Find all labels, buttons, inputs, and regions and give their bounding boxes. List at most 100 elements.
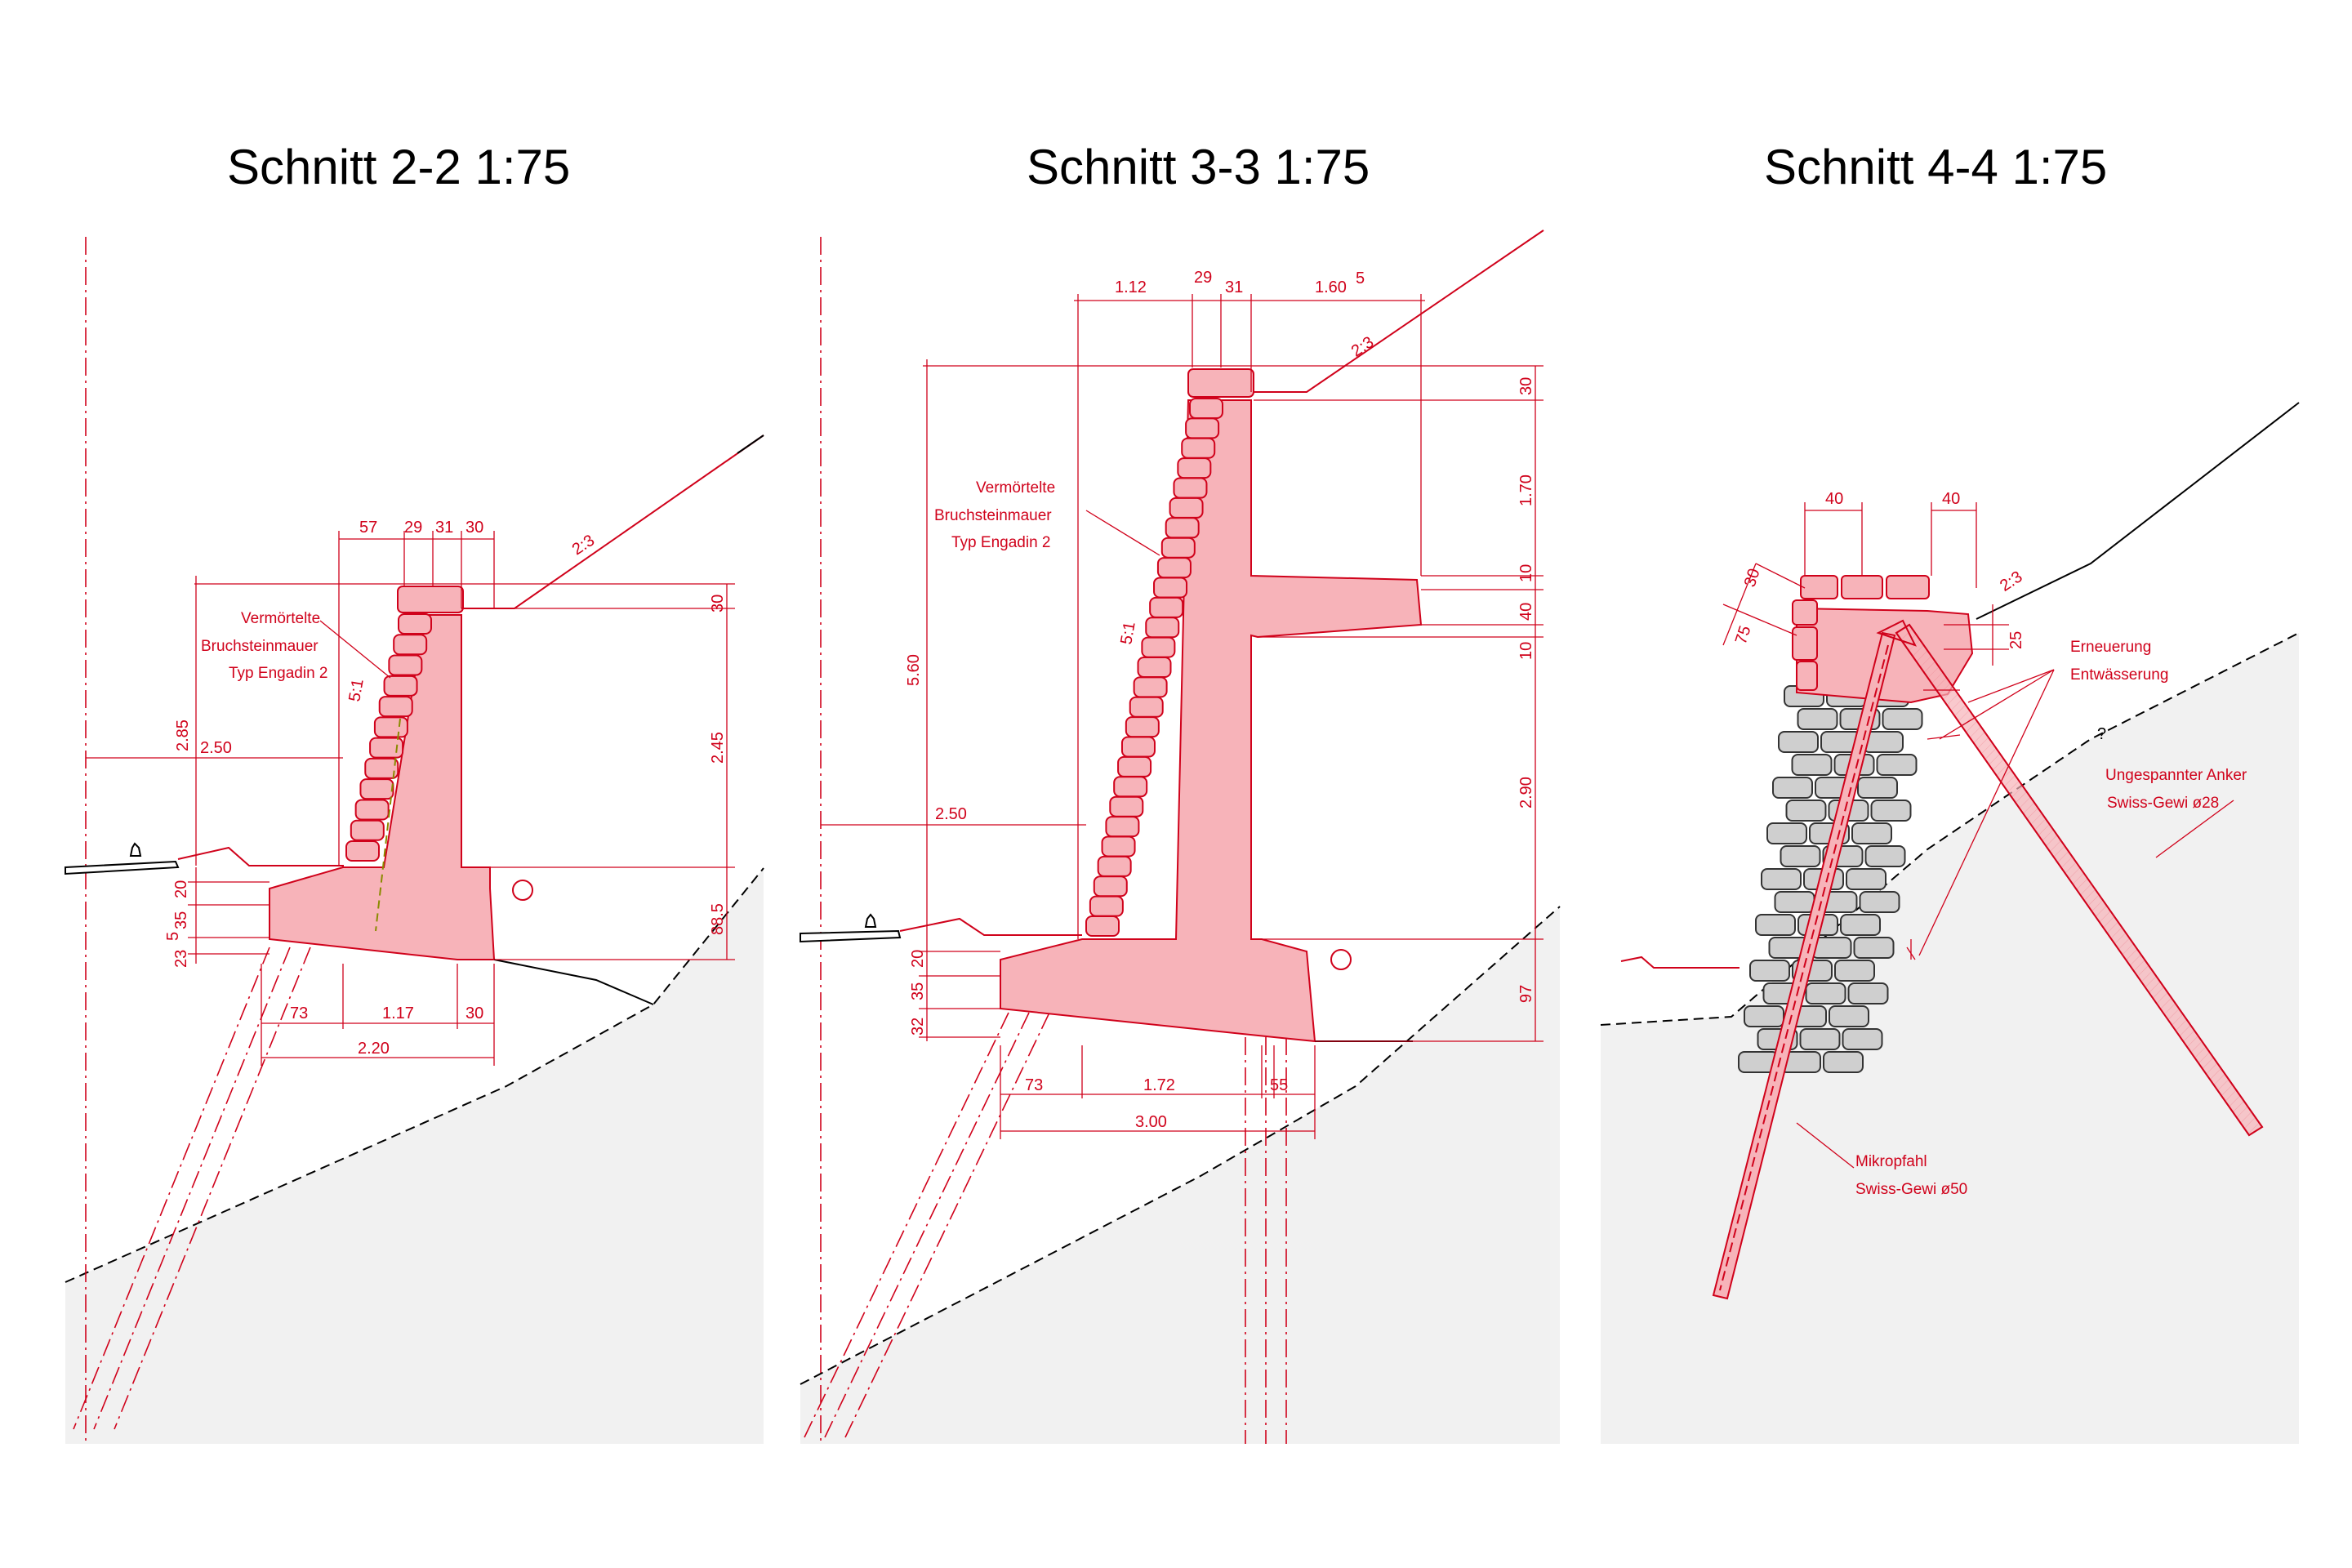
cap-stone bbox=[1792, 626, 1818, 661]
masonry-stone bbox=[1105, 816, 1140, 838]
dim-5: 5 bbox=[1356, 270, 1365, 287]
dim-right-290: 2.90 bbox=[1517, 777, 1535, 808]
road-profile bbox=[1620, 956, 1740, 969]
masonry-stone bbox=[359, 778, 394, 800]
dim-width-left: 2.50 bbox=[935, 805, 967, 823]
dim-right-30: 30 bbox=[1517, 377, 1535, 395]
masonry-stone bbox=[1120, 736, 1156, 758]
masonry-stone bbox=[1791, 754, 1833, 776]
dim-bottom-55: 55 bbox=[1270, 1076, 1288, 1094]
wall-body bbox=[1000, 399, 1423, 1043]
road-profile bbox=[177, 846, 344, 867]
dim-total-220: 2.20 bbox=[358, 1040, 390, 1058]
masonry-stone bbox=[1823, 1051, 1864, 1073]
slope-ratio: 2:3 bbox=[1997, 568, 2025, 595]
drain-label-line2: Entwässerung bbox=[2070, 666, 2168, 684]
masonry-stone bbox=[1160, 537, 1196, 559]
dim-right-40: 40 bbox=[1517, 603, 1535, 621]
dim-29: 29 bbox=[1194, 269, 1212, 287]
slope-line bbox=[1254, 229, 1544, 393]
title-schnitt-3-3: Schnitt 3-3 1:75 bbox=[1027, 140, 1370, 194]
track-bed bbox=[65, 860, 180, 875]
masonry-stone bbox=[1761, 868, 1802, 890]
dim-right-30: 30 bbox=[709, 595, 727, 612]
section-3-3: 1.12 29 31 1.60 5 2:3 5:1 Vermörtelte Br… bbox=[800, 229, 1561, 1444]
batter-ratio: 5:1 bbox=[1117, 621, 1138, 646]
micropile-bar bbox=[1712, 631, 1896, 1300]
slope-ratio: 2:3 bbox=[1348, 333, 1377, 361]
masonry-stone bbox=[1846, 868, 1886, 890]
dim-height-left: 2.85 bbox=[174, 719, 192, 751]
masonry-stone bbox=[398, 613, 432, 635]
masonry-stone bbox=[1785, 800, 1827, 822]
masonry-stone bbox=[1165, 517, 1200, 539]
masonry-stone bbox=[1145, 617, 1180, 639]
dim-right-97: 97 bbox=[1517, 985, 1535, 1003]
masonry-stone bbox=[1125, 716, 1160, 738]
cap-stone bbox=[1800, 575, 1838, 599]
masonry-stone bbox=[1772, 777, 1813, 799]
dim-40-right: 40 bbox=[1942, 490, 1960, 508]
micropile-lines bbox=[73, 947, 311, 1430]
dim-left-20: 20 bbox=[172, 880, 190, 898]
masonry-stone bbox=[1859, 891, 1900, 913]
masonry-stone bbox=[1876, 754, 1918, 776]
masonry-stone bbox=[1117, 755, 1152, 777]
masonry-stone bbox=[1185, 417, 1220, 439]
masonry-stone bbox=[1097, 855, 1132, 877]
road-profile bbox=[899, 917, 1082, 936]
masonry-stone bbox=[1101, 835, 1136, 858]
masonry-stone bbox=[373, 716, 408, 738]
dim-height-left: 5.60 bbox=[905, 654, 923, 686]
masonry-stone bbox=[1189, 398, 1223, 419]
track-bed bbox=[800, 929, 902, 943]
masonry-stone bbox=[1774, 891, 1815, 913]
slope-line bbox=[461, 434, 764, 609]
pile-label-line1: Mikropfahl bbox=[1855, 1153, 1927, 1170]
masonry-stone bbox=[1766, 822, 1807, 844]
wall-label-line1: Vermörtelte bbox=[241, 610, 320, 627]
masonry-stone bbox=[1799, 1028, 1841, 1050]
masonry-stone bbox=[1834, 960, 1875, 982]
anchor-label-line2: Swiss-Gewi ø28 bbox=[2107, 795, 2219, 812]
section-2-2: 57 29 31 30 2:3 5:1 Vermörtelte Bruchste… bbox=[65, 237, 764, 1444]
masonry-stone bbox=[1780, 845, 1821, 867]
masonry-stone bbox=[1853, 937, 1895, 959]
wall-label-line3: Typ Engadin 2 bbox=[951, 534, 1050, 551]
wall-label-line2: Bruchsteinmauer bbox=[201, 638, 318, 655]
wall-label-line2: Bruchsteinmauer bbox=[934, 507, 1052, 524]
masonry-stone bbox=[1181, 437, 1216, 459]
dim-25: 25 bbox=[2007, 631, 2025, 649]
dim-left-35: 35 bbox=[909, 982, 927, 1000]
coping-stone bbox=[1187, 368, 1254, 398]
terrain-line bbox=[800, 906, 1561, 1385]
dim-bottom-30: 30 bbox=[466, 1004, 483, 1022]
ground-area bbox=[65, 868, 764, 1444]
pile-label-line2: Swiss-Gewi ø50 bbox=[1855, 1181, 1967, 1198]
dim-bottom-73: 73 bbox=[1025, 1076, 1043, 1094]
cap-stone bbox=[1796, 661, 1818, 691]
terrain-line bbox=[1600, 632, 2300, 1026]
rail-icon bbox=[129, 842, 142, 857]
ground-area bbox=[800, 906, 1560, 1444]
dim-bottom-117: 1.17 bbox=[382, 1004, 414, 1022]
masonry-stone bbox=[1829, 1005, 1869, 1027]
dimension-texts: 57 29 31 30 2:3 5:1 Vermörtelte Bruchste… bbox=[164, 519, 727, 1058]
masonry-stone bbox=[1778, 731, 1819, 753]
masonry-stone bbox=[1141, 636, 1176, 658]
drain-pipe bbox=[1330, 949, 1352, 970]
masonry-stone bbox=[354, 799, 390, 821]
dim-112: 1.12 bbox=[1115, 278, 1147, 296]
masonry-stone bbox=[1749, 960, 1790, 982]
dim-right-245: 2.45 bbox=[709, 732, 727, 764]
masonry-stone bbox=[364, 757, 399, 779]
masonry-stone bbox=[350, 819, 385, 841]
dimension-lines bbox=[86, 531, 735, 1066]
masonry-stone bbox=[1156, 557, 1192, 579]
dim-31: 31 bbox=[435, 519, 453, 537]
dim-right-885: 88.5 bbox=[709, 903, 727, 935]
anchor-bar bbox=[1895, 623, 2264, 1137]
masonry-stone bbox=[1137, 657, 1172, 678]
masonry-stone bbox=[1089, 895, 1124, 917]
